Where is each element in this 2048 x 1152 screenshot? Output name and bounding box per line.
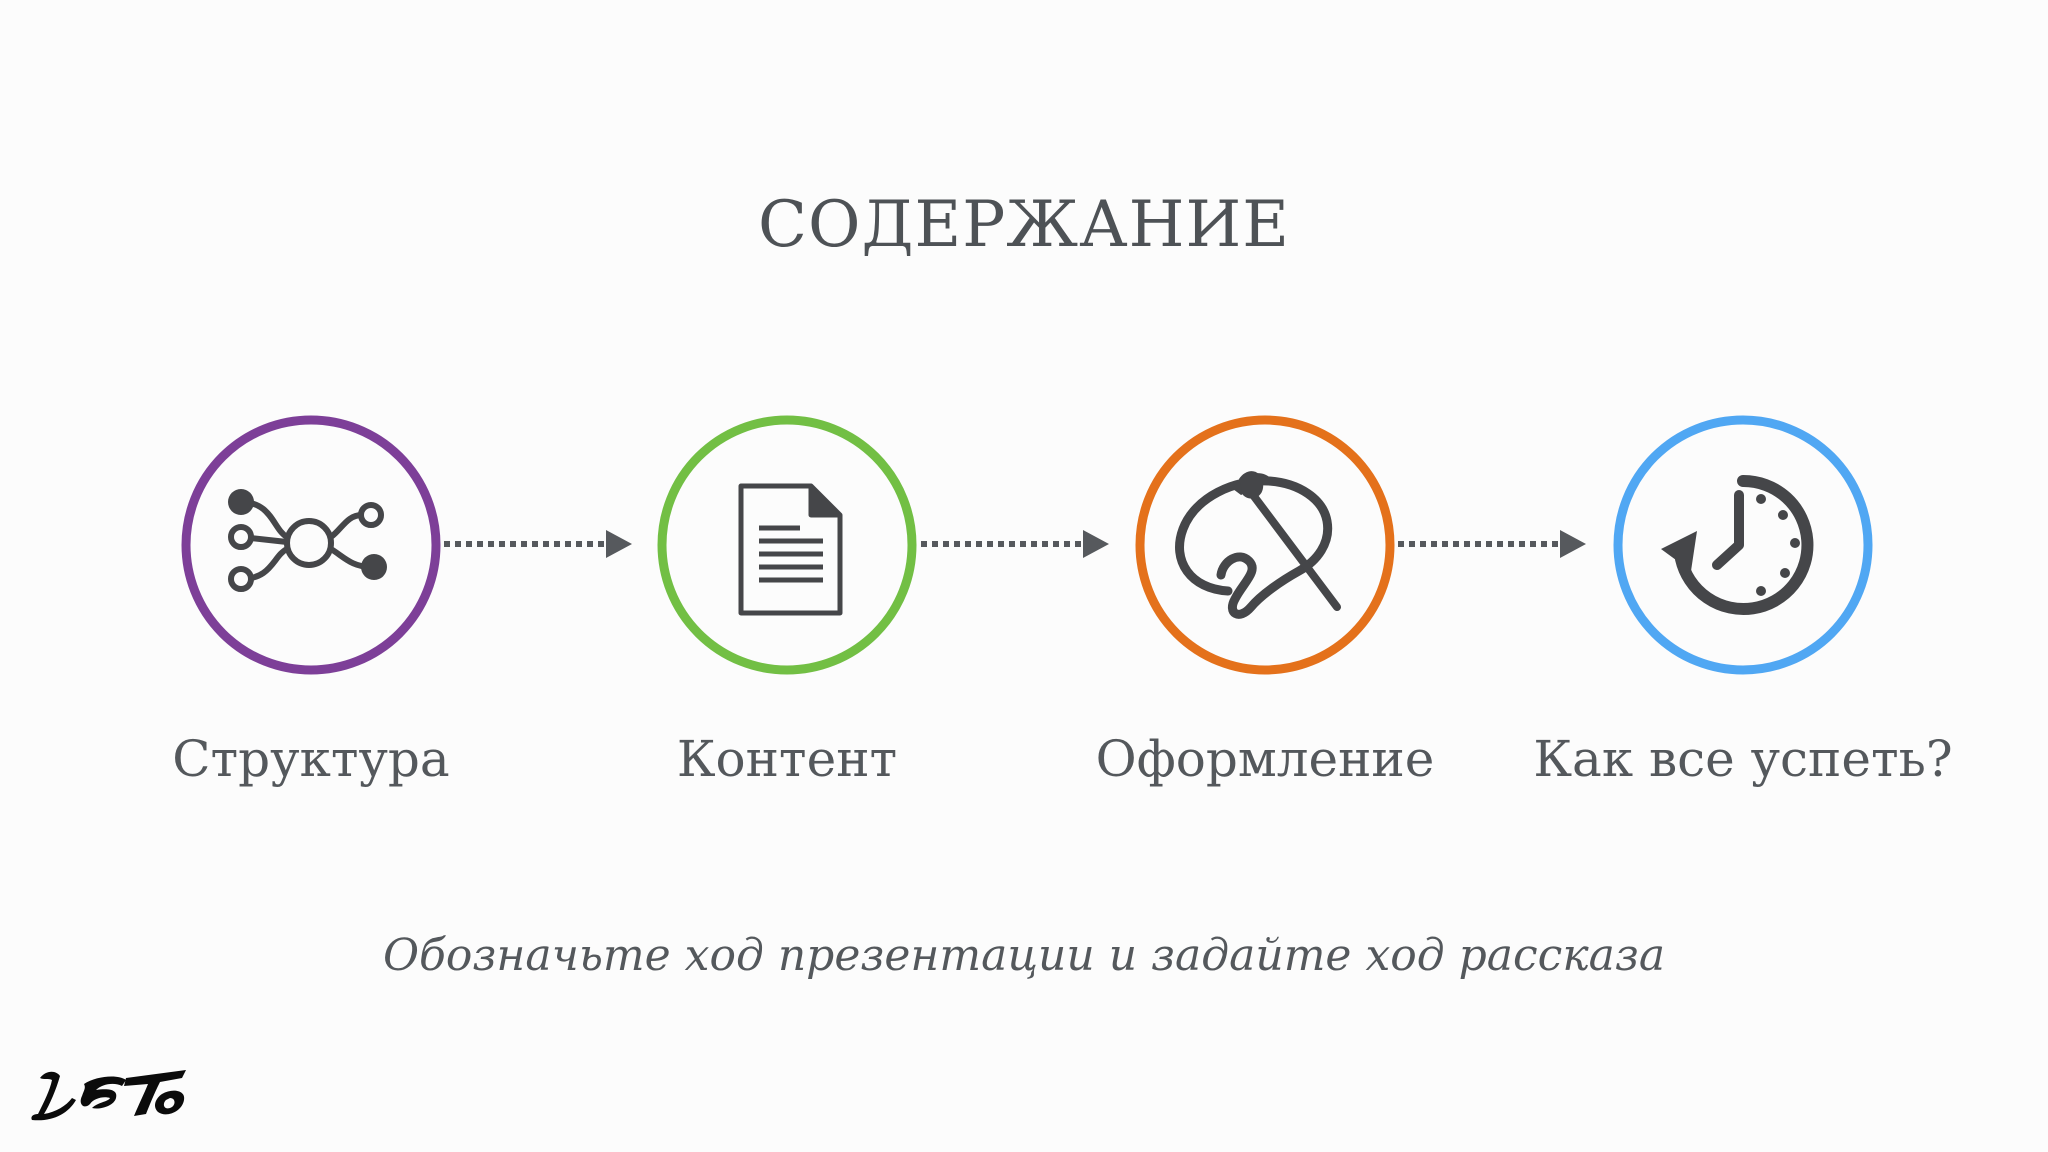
structure-nodes-icon [181, 415, 441, 675]
leto-logo [26, 1060, 194, 1130]
step-time-label: Как все успеть? [1533, 730, 1953, 788]
arrow-connector-2 [921, 530, 1109, 558]
arrow-connector-3 [1398, 530, 1586, 558]
palette-brush-icon [1135, 415, 1395, 675]
step-content-label: Контент [676, 730, 898, 788]
slide-subtitle: Обозначьте ход презентации и задайте ход… [382, 930, 1666, 981]
step-content-circle [653, 411, 921, 679]
clock-refresh-icon [1613, 415, 1873, 675]
document-icon [657, 415, 917, 675]
step-design-label: Оформление [1095, 730, 1435, 788]
leto-logo-mark [31, 1070, 186, 1121]
step-structure-label: Структура [172, 730, 450, 788]
step-design-circle [1131, 411, 1399, 679]
slide-title: СОДЕРЖАНИЕ [758, 188, 1290, 262]
arrow-connector-1 [444, 530, 632, 558]
step-time-circle [1609, 411, 1877, 679]
step-structure-circle [177, 411, 445, 679]
